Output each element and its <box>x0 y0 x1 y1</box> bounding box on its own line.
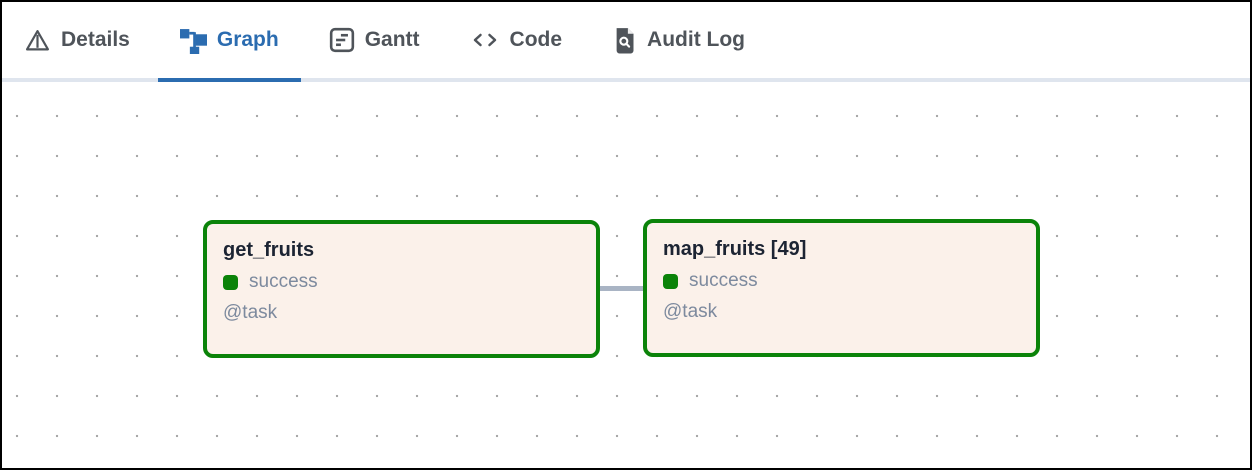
task-node-title: get_fruits <box>223 239 315 261</box>
tab-label: Code <box>509 28 563 51</box>
task-node-status: success <box>663 269 1020 293</box>
tab-label: Audit Log <box>647 28 746 51</box>
task-decorator-label: @task <box>663 301 718 322</box>
task-node-get-fruits[interactable]: get_fruits success @task <box>203 220 600 358</box>
success-status-square-icon <box>223 274 238 290</box>
task-node-title: map_fruits [49] <box>663 238 807 260</box>
tab-graph[interactable]: Graph <box>157 2 301 82</box>
tab-label: Graph <box>216 28 279 51</box>
edge-get_fruits-to-map_fruits <box>598 286 645 291</box>
tab-gantt[interactable]: Gantt <box>307 2 442 78</box>
task-decorator-label: @task <box>223 302 278 323</box>
tab-label: Gantt <box>364 28 420 51</box>
tab-audit-log[interactable]: Audit Log <box>590 2 767 78</box>
graph-tree-icon <box>179 27 207 54</box>
task-node-status: success <box>223 270 580 294</box>
status-label: success <box>689 270 758 291</box>
tab-code[interactable]: Code <box>448 2 585 78</box>
file-search-icon <box>612 27 637 54</box>
success-status-square-icon <box>663 273 678 289</box>
gantt-chart-icon <box>329 27 355 53</box>
code-brackets-icon <box>470 28 500 52</box>
status-label: success <box>249 271 318 292</box>
tab-bar: Details Graph <box>2 2 1250 82</box>
alert-triangle-icon <box>24 28 51 53</box>
task-node-map-fruits[interactable]: map_fruits [49] success @task <box>643 219 1040 357</box>
tab-label: Details <box>61 28 130 51</box>
graph-canvas[interactable]: get_fruits success @task map_fruits [49]… <box>2 82 1250 464</box>
tab-details[interactable]: Details <box>2 2 152 78</box>
